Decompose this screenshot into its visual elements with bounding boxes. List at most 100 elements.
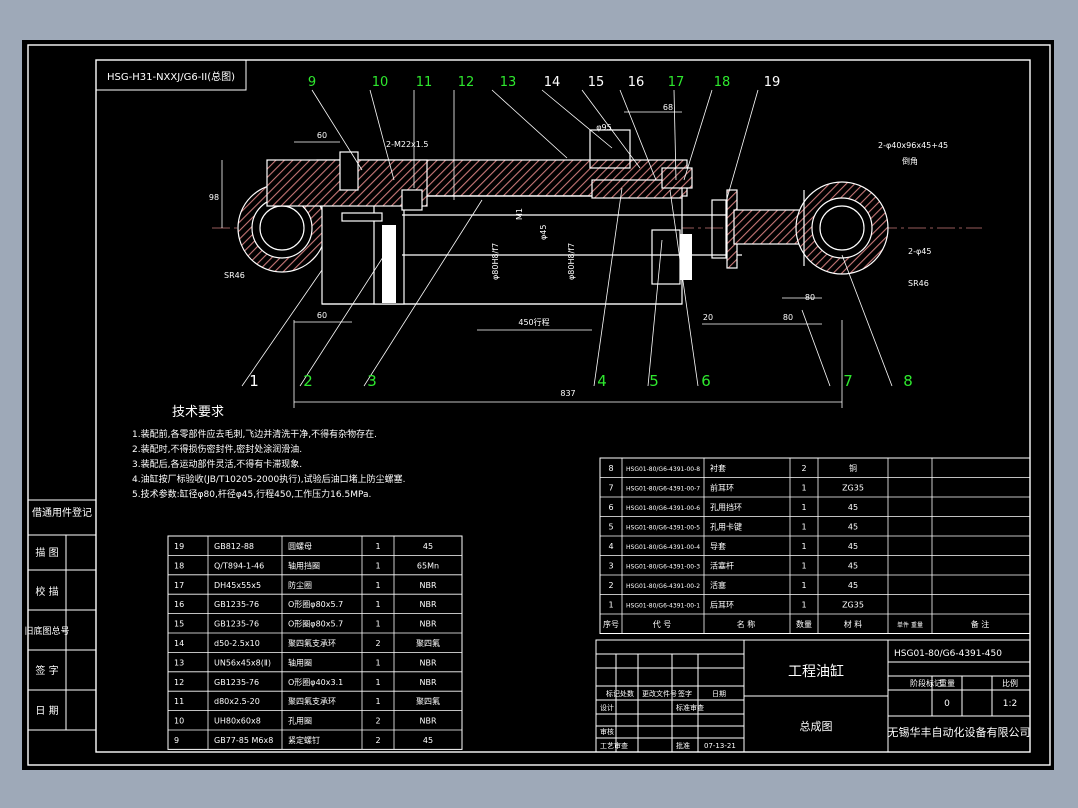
bom-right-cell: 45 <box>848 523 858 532</box>
bom-right-cell: 45 <box>848 503 858 512</box>
dim-80a: 80 <box>783 313 793 322</box>
dim-bevel: 2-φ45 <box>908 247 931 256</box>
bom-right-cell: 1 <box>608 601 613 610</box>
bom-right-cell: 1 <box>801 523 806 532</box>
dim-pin: 2-φ40x96x45+45 <box>878 141 948 150</box>
bom-header-cell: 名 称 <box>737 619 756 629</box>
side-label: 旧底图总号 <box>24 625 69 637</box>
balloons-bottom: 1 2 3 4 5 6 7 8 <box>249 372 913 390</box>
balloon-11: 11 <box>416 75 433 90</box>
bom-left-cell: O形圈φ80x5.7 <box>288 600 343 609</box>
bom-left-cell: GB812-88 <box>214 542 254 551</box>
bom-left-cell: 18 <box>174 561 184 570</box>
bom-left-cell: NBR <box>419 581 436 590</box>
bom-left-cell: 聚四氟 <box>416 638 440 648</box>
side-label: 签 字 <box>35 664 58 677</box>
count-label: 处数 <box>620 689 634 698</box>
bom-right-cell: 7 <box>608 484 613 493</box>
bom-left-cell: GB1235-76 <box>214 678 259 687</box>
bom-header-cell: 代 号 <box>653 619 672 629</box>
bom-left-cell: 聚四氟支承环 <box>288 638 336 648</box>
drawing-subtitle: 总成图 <box>800 719 833 733</box>
bom-right-cell: HSG01-80/G6-4391-00-3 <box>626 564 700 571</box>
tech-heading: 技术要求 <box>172 405 224 420</box>
bom-left-cell: 1 <box>375 697 380 706</box>
bom-right-cell: 45 <box>848 562 858 571</box>
design-label: 设计 <box>600 703 614 712</box>
dim-60-bottom: 60 <box>317 311 327 320</box>
balloon-8: 8 <box>903 372 913 390</box>
bom-right-cell: 1 <box>801 484 806 493</box>
bom-left-cell: 圆螺母 <box>288 541 312 551</box>
dim-sr-right: SR46 <box>908 279 929 288</box>
tech-item: 1.装配前,各零部件应去毛刺,飞边并清洗干净,不得有杂物存在. <box>132 428 377 440</box>
leaders-top <box>311 89 759 203</box>
balloon-12: 12 <box>458 75 475 90</box>
bom-right-cell: 活塞杆 <box>710 561 734 571</box>
mark-label: 标记 <box>606 689 620 698</box>
side-label: 描 图 <box>35 546 58 559</box>
balloon-6: 6 <box>701 372 711 390</box>
bom-left-cell: 轴用挡圈 <box>288 560 320 570</box>
bom-left-cell: 17 <box>174 581 184 590</box>
bom-right-cell: 1 <box>801 601 806 610</box>
bom-left-cell: O形圈φ80x5.7 <box>288 620 343 629</box>
dim-bore: φ80H8/f7 <box>491 243 500 280</box>
side-label: 日 期 <box>35 705 58 717</box>
bom-left-cell: DH45x55x5 <box>214 581 261 590</box>
balloon-1: 1 <box>249 372 259 390</box>
bom-right-cell: HSG01-80/G6-4391-00-7 <box>626 486 700 493</box>
bom-right-cell: 铜 <box>849 463 857 473</box>
bom-right-cell: 导套 <box>710 541 726 551</box>
balloon-3: 3 <box>367 372 377 390</box>
standard-label: 标准审查 <box>676 703 704 712</box>
bom-left-cell: 1 <box>375 542 380 551</box>
bom-left-cell: 孔用圈 <box>288 717 312 726</box>
bom-left-cell: 2 <box>375 717 380 726</box>
balloon-7: 7 <box>843 372 853 390</box>
side-label: 校 描 <box>35 585 58 598</box>
weight-label: 重量 <box>939 678 955 688</box>
balloon-10: 10 <box>372 75 389 90</box>
balloon-16: 16 <box>628 75 645 90</box>
bom-left-cell: NBR <box>419 658 436 667</box>
bom-right-cell: 后耳环 <box>710 600 734 610</box>
bom-left-cell: 聚四氟 <box>416 696 440 706</box>
tech-requirements: 技术要求 1.装配前,各零部件应去毛刺,飞边并清洗干净,不得有杂物存在. 2.装… <box>132 405 405 500</box>
change-doc-label: 更改文件号 <box>642 689 677 698</box>
bom-left-cell: NBR <box>419 600 436 609</box>
bom-right-cell: HSG01-80/G6-4391-00-8 <box>626 466 700 473</box>
bom-right-cell: 1 <box>801 503 806 512</box>
bom-left-cell: d50-2.5x10 <box>214 639 260 648</box>
dim-chamfer: 倒角 <box>902 156 918 166</box>
dim-port-thread: 2-M22x1.5 <box>386 140 429 149</box>
bom-left-cell: 11 <box>174 697 184 706</box>
sign-label: 签字 <box>678 689 692 698</box>
stage-label: 阶段标记 <box>910 678 942 688</box>
dim-68: 68 <box>663 103 673 112</box>
balloon-18: 18 <box>714 75 731 90</box>
bom-right-cell: HSG01-80/G6-4391-00-5 <box>626 525 700 532</box>
bom-left-cell: Q/T894-1-46 <box>214 561 264 570</box>
bom-left-cell: GB77-85 M6x8 <box>214 736 273 745</box>
bom-left-cell: 1 <box>375 620 380 629</box>
dim-rod: φ45 <box>539 225 548 240</box>
dim-80b: 80 <box>805 293 815 302</box>
bom-left-cell: 65Mn <box>417 561 439 570</box>
title-block <box>595 639 1031 753</box>
balloon-4: 4 <box>597 372 607 390</box>
bom-right-cell: 45 <box>848 542 858 551</box>
bom-left-cell: 12 <box>174 678 184 687</box>
tech-item: 2.装配时,不得损伤密封件,密封处涂润滑油. <box>132 443 302 455</box>
bom-left-cell: 1 <box>375 581 380 590</box>
review-label: 审核 <box>600 727 614 736</box>
doc-code: HSG-H31-NXXJ/G6-II(总图) <box>107 70 235 83</box>
bom-left-cell: 16 <box>174 600 184 609</box>
bom-right-cell: 5 <box>608 523 613 532</box>
bom-left-cell: 2 <box>375 639 380 648</box>
bom-left-cell: 轴用圈 <box>288 657 312 667</box>
balloon-19: 19 <box>764 75 781 90</box>
bom-left-cell: 19 <box>174 542 184 551</box>
bom-right-cell: 活塞 <box>710 580 726 590</box>
